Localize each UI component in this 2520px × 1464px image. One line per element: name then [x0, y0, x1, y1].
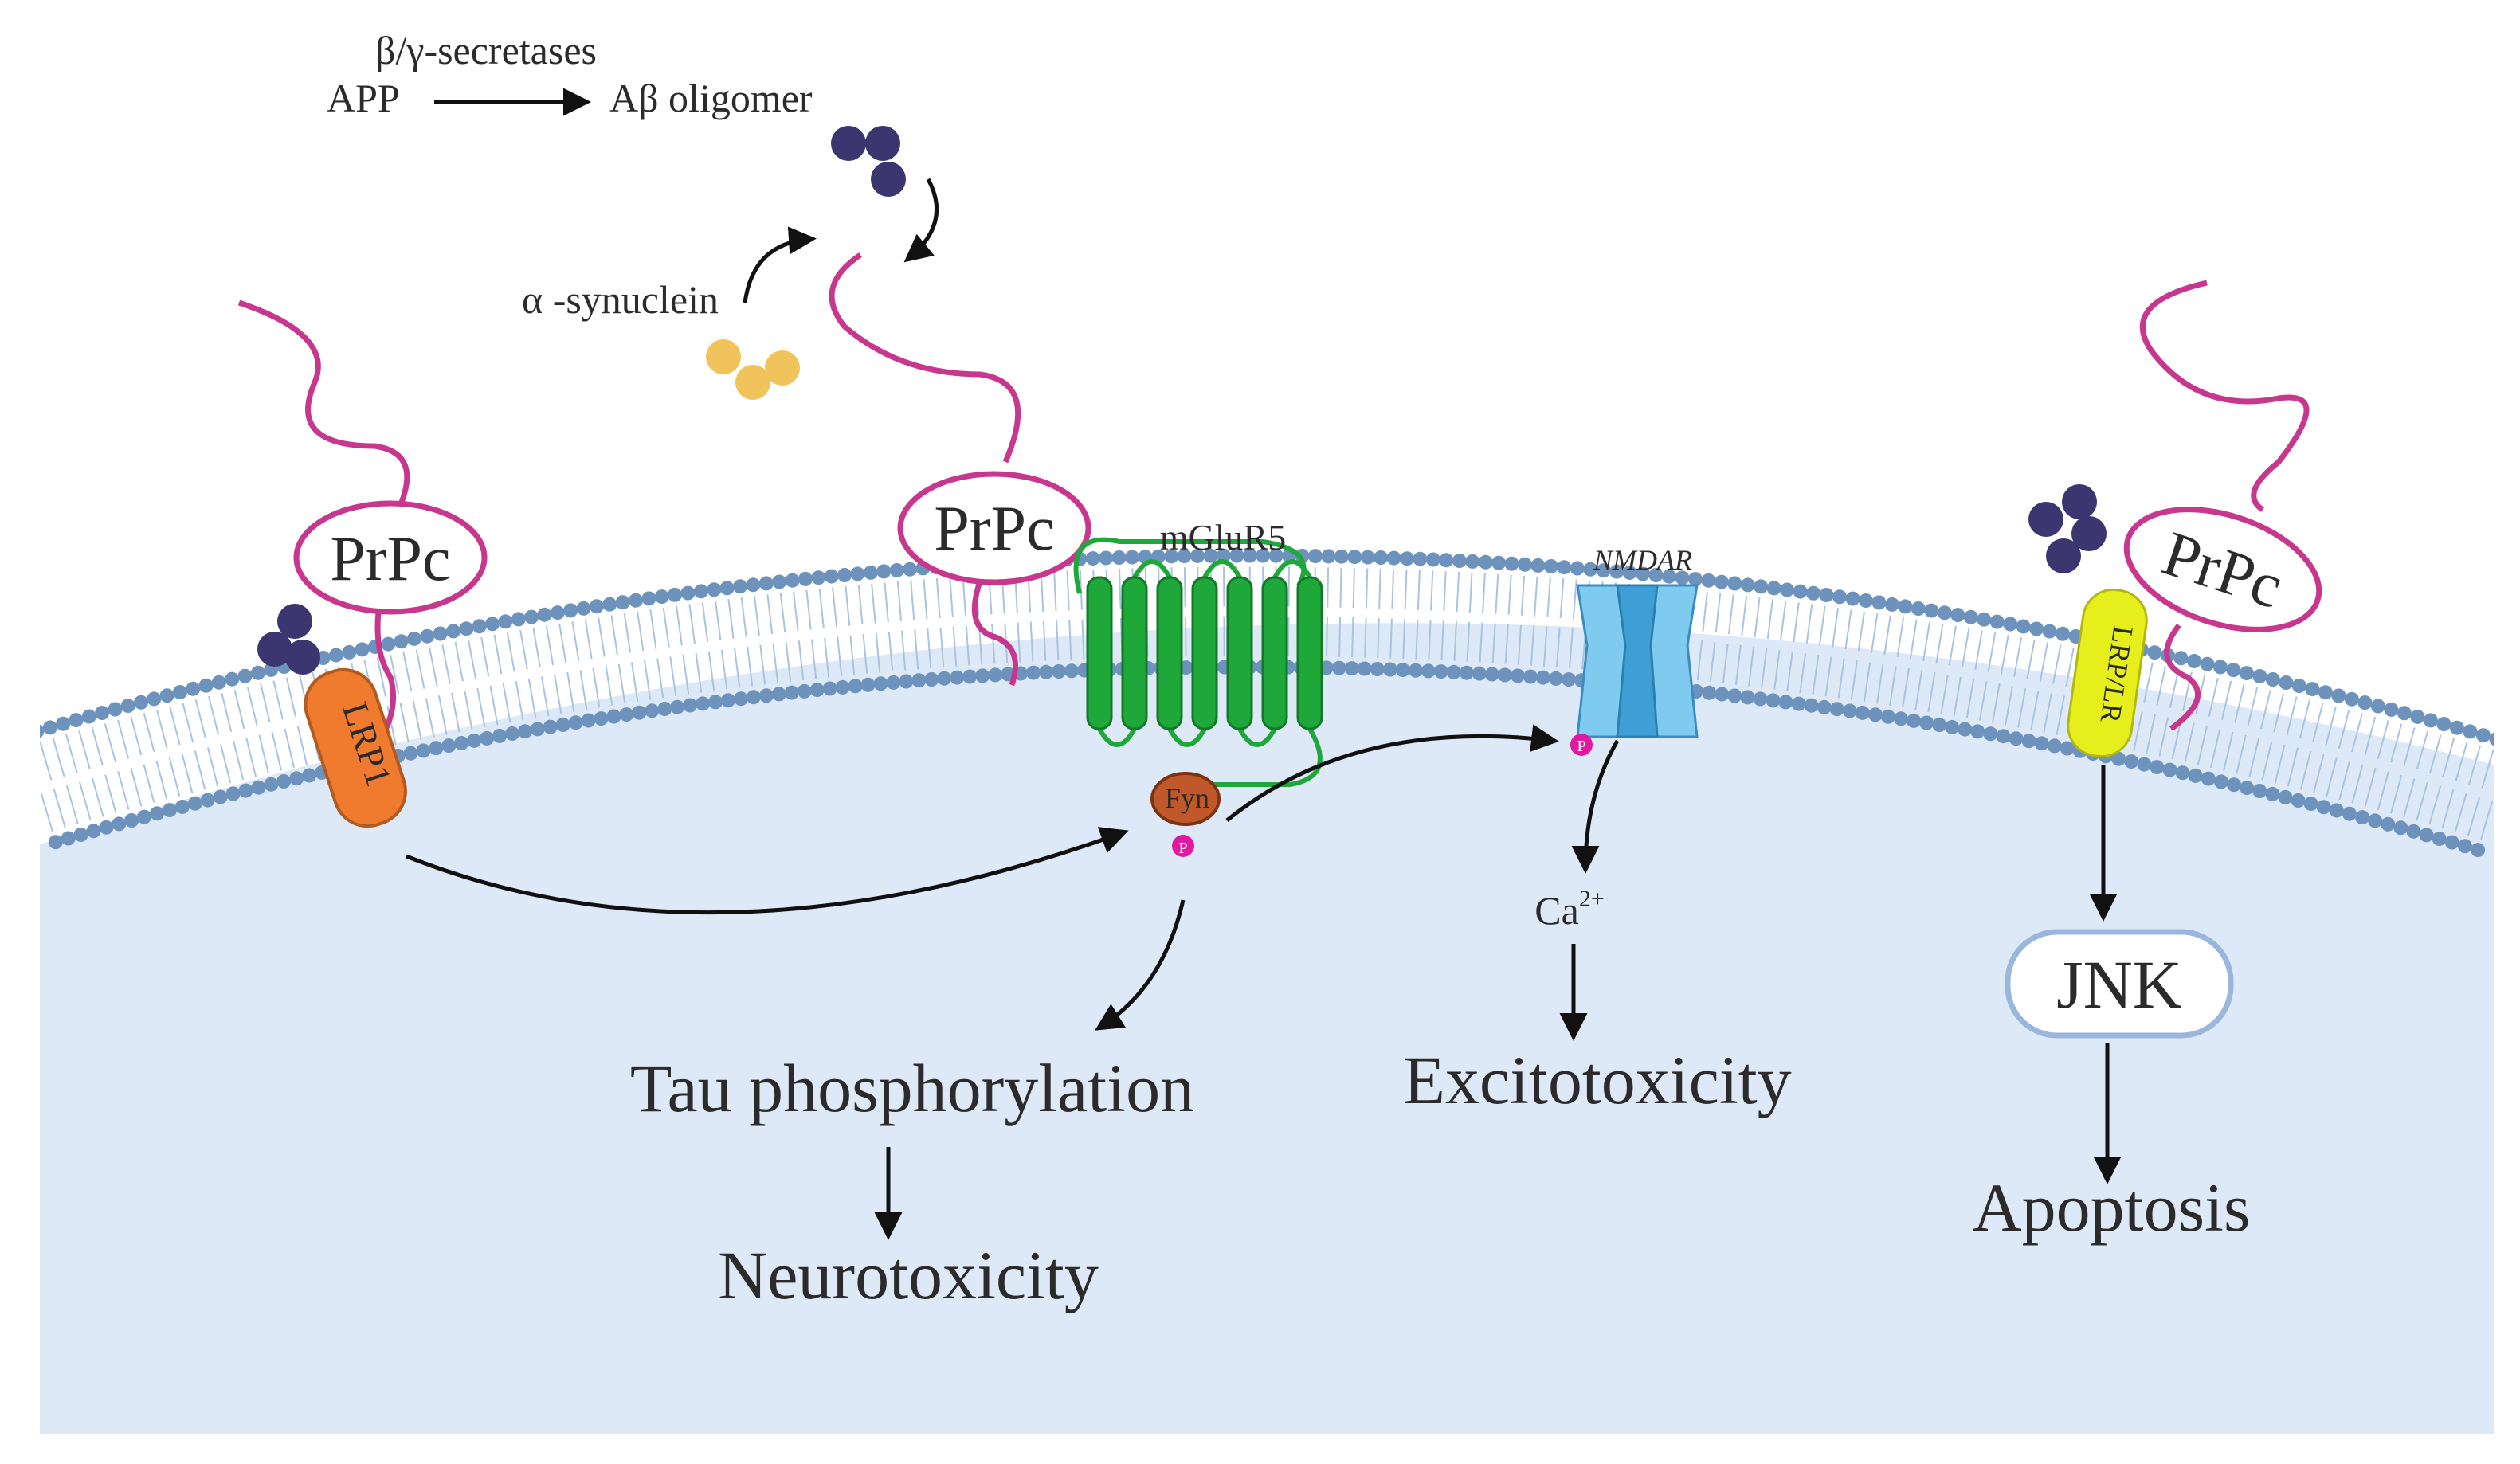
synuclein-binding-arrow [743, 226, 817, 303]
lrp1-to-fyn-arrow [406, 827, 1129, 915]
prpc-center [897, 471, 1091, 585]
fyn-to-nmdar-arrow [1225, 724, 1559, 822]
fyn-phospho-icon [1172, 835, 1194, 857]
excitotoxicity-label: Excitotoxicity [1403, 1042, 1791, 1118]
abeta-oligomer-right-icon [2028, 484, 2107, 573]
cytoplasm [40, 623, 2494, 1434]
prpc-right-anchor [2164, 623, 2201, 731]
neurotoxicity-label: Neurotoxicity [718, 1237, 1099, 1313]
jnk-box [2005, 929, 2234, 1039]
fyn-label: Fyn [1165, 782, 1209, 814]
abeta-oligomer-icon [831, 126, 906, 197]
jnk-label: JNK [2056, 946, 2182, 1023]
prpc-center-label: PrPc [934, 494, 1054, 564]
prpc-left-label: PrPc [330, 524, 450, 594]
synuclein-icon [706, 339, 800, 400]
prpc-tail-right [2140, 280, 2310, 512]
app-label: APP [327, 76, 400, 120]
prpc-center-anchor [971, 580, 1018, 687]
calcium-label: Ca2+ [1534, 886, 1604, 933]
prpc-left-anchor [374, 611, 397, 734]
abeta-label: Aβ oligomer [609, 76, 813, 120]
secretase-label: β/γ-secretases [375, 28, 597, 72]
mglur5-receptor [1073, 537, 1323, 787]
fyn-phospho-label: P [1178, 840, 1187, 857]
lrp-lr-receptor: LRP/LR [2067, 588, 2148, 758]
nmdar-channel [1576, 584, 1699, 738]
apoptosis-label: Apoptosis [1973, 1169, 2251, 1246]
prpc-left [293, 500, 488, 615]
tau-phosphorylation-label: Tau phosphorylation [630, 1050, 1194, 1126]
nmdar-label: NMDAR [1593, 544, 1692, 576]
prpc-tail-center [829, 252, 1021, 464]
fyn-to-tau-arrow [1095, 899, 1186, 1031]
prpc-right: PrPc [2123, 507, 2322, 632]
nmdar-to-ca-arrow [1571, 739, 1620, 874]
abeta-binding-arrow [903, 178, 939, 263]
fyn-kinase [1150, 772, 1221, 826]
abeta-oligomer-left-icon [257, 604, 320, 675]
nmdar-phospho-label: P [1577, 738, 1585, 755]
nmdar-phospho-icon [1570, 734, 1593, 756]
mglur5-label: mGluR5 [1160, 517, 1286, 558]
prpc-tail-left [237, 299, 410, 527]
synuclein-label: α -synuclein [522, 277, 719, 322]
